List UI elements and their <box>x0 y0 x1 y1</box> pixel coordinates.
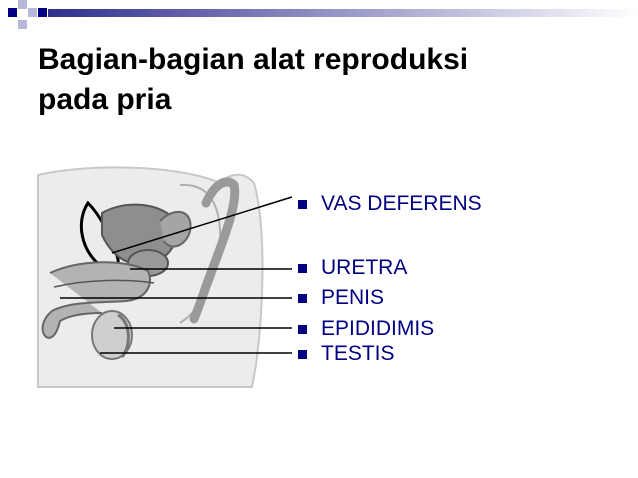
list-item-epididimis: EPIDIDIMIS <box>296 317 434 341</box>
bullet-square-icon <box>298 199 307 209</box>
list-item-testis: TESTIS <box>296 342 395 366</box>
anatomy-illustration <box>37 166 293 388</box>
label-uretra: URETRA <box>321 256 408 279</box>
page-title: Bagian-bagian alat reproduksi pada pria <box>38 40 598 120</box>
list-item-vas-deferens: VAS DEFERENS <box>296 192 482 216</box>
deco-square-4 <box>18 20 27 29</box>
bullet-square-icon <box>298 349 307 359</box>
label-vas-deferens: VAS DEFERENS <box>321 192 482 215</box>
label-epididimis: EPIDIDIMIS <box>321 317 435 340</box>
label-list: VAS DEFERENS URETRA PENIS EPIDIDIMIS TES… <box>296 0 596 478</box>
deco-square-1 <box>8 8 17 17</box>
deco-square-2 <box>18 0 27 9</box>
label-penis: PENIS <box>321 286 385 309</box>
deco-square-3 <box>28 8 37 17</box>
label-testis: TESTIS <box>321 342 395 365</box>
list-item-penis: PENIS <box>296 286 384 310</box>
title-line-1: Bagian-bagian alat reproduksi <box>38 43 469 76</box>
pointer-vas-deferens <box>111 196 293 254</box>
bullet-square-icon <box>298 324 307 334</box>
deco-square-5 <box>38 8 47 17</box>
testis-shape <box>91 310 133 360</box>
seminal-vesicle <box>159 210 192 248</box>
header-gradient-bar <box>48 9 638 17</box>
bullet-square-icon <box>298 293 307 303</box>
bullet-square-icon <box>298 263 307 273</box>
header-decoration <box>8 0 638 29</box>
urethra-line <box>53 279 155 288</box>
vas-deferens-tube <box>189 177 240 324</box>
title-line-2: pada pria <box>38 83 172 116</box>
list-item-uretra: URETRA <box>296 256 407 280</box>
